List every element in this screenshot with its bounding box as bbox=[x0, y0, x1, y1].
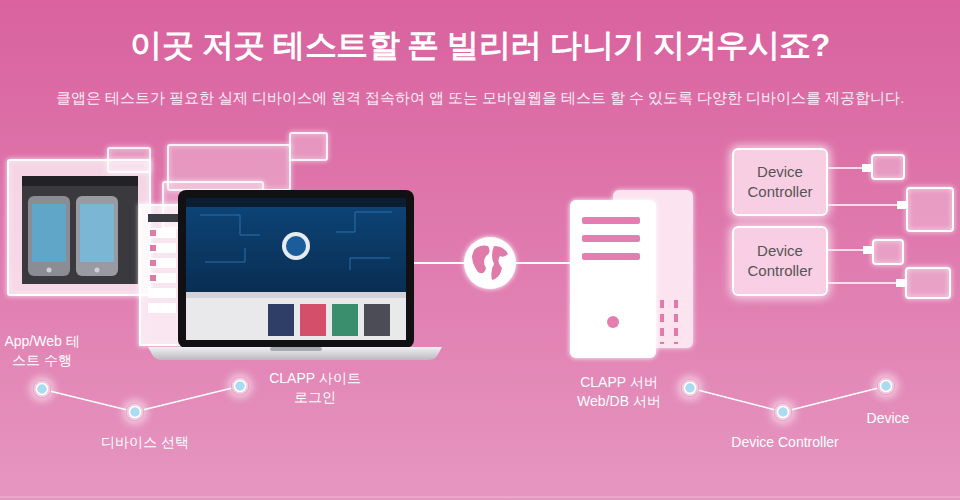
server bbox=[570, 190, 693, 358]
device-wire bbox=[828, 168, 897, 283]
label-holder: App/Web 테스트 수행 bbox=[2, 332, 82, 370]
bottom-rule bbox=[0, 497, 960, 498]
label-holder: CLAPP 사이트 로그인 bbox=[263, 369, 367, 407]
step-label: CLAPP 사이트 로그인 bbox=[263, 369, 367, 407]
step-label: CLAPP 서버 Web/DB 서버 bbox=[571, 373, 667, 411]
device-plug bbox=[862, 164, 906, 287]
step-label: App/Web 테스트 수행 bbox=[2, 332, 82, 370]
dot-icon bbox=[33, 380, 51, 398]
step-dot: CLAPP 서버 Web/DB 서버 bbox=[681, 379, 699, 397]
step-connector bbox=[51, 391, 127, 410]
step-dot: App/Web 테스트 수행 bbox=[33, 380, 51, 398]
label-holder: CLAPP 서버 Web/DB 서버 bbox=[571, 373, 667, 411]
page-title: 이곳 저곳 테스트할 폰 빌리러 다니기 지겨우시죠? bbox=[0, 25, 960, 65]
box-label: Device Controller bbox=[742, 162, 818, 202]
step-dot: CLAPP 사이트 로그인 bbox=[231, 377, 249, 395]
header: 이곳 저곳 테스트할 폰 빌리러 다니기 지겨우시죠? 클앱은 테스트가 필요한 … bbox=[0, 0, 960, 108]
step-dot: Device bbox=[877, 377, 895, 395]
controller-box: Device Controller bbox=[732, 148, 828, 216]
controller-box: Device Controller bbox=[732, 226, 828, 296]
page-subtitle: 클앱은 테스트가 필요한 실제 디바이스에 원격 접속하여 앱 또는 모바일웹을… bbox=[10, 88, 950, 108]
dot-icon bbox=[681, 379, 699, 397]
dot-icon bbox=[774, 403, 792, 421]
step-connector bbox=[699, 390, 775, 410]
dot-icon bbox=[877, 377, 895, 395]
label-holder: Device Controller bbox=[731, 433, 838, 452]
phone-screenshot bbox=[8, 160, 150, 295]
step-label: Device bbox=[867, 409, 910, 428]
globe-icon bbox=[464, 237, 516, 289]
step-connector bbox=[144, 388, 232, 410]
step-dot: Device Controller bbox=[774, 403, 792, 421]
device-icon bbox=[872, 155, 953, 298]
dot-icon bbox=[231, 377, 249, 395]
step-connector bbox=[792, 388, 878, 410]
label-holder: 디바이스 선택 bbox=[101, 433, 189, 452]
step-label: Device Controller bbox=[731, 433, 838, 452]
box-label: Device Controller bbox=[742, 241, 818, 281]
laptop bbox=[148, 190, 442, 360]
step-label: 디바이스 선택 bbox=[101, 433, 189, 452]
label-holder: Device bbox=[867, 409, 910, 428]
dot-icon bbox=[126, 403, 144, 421]
step-dot: 디바이스 선택 bbox=[126, 403, 144, 421]
